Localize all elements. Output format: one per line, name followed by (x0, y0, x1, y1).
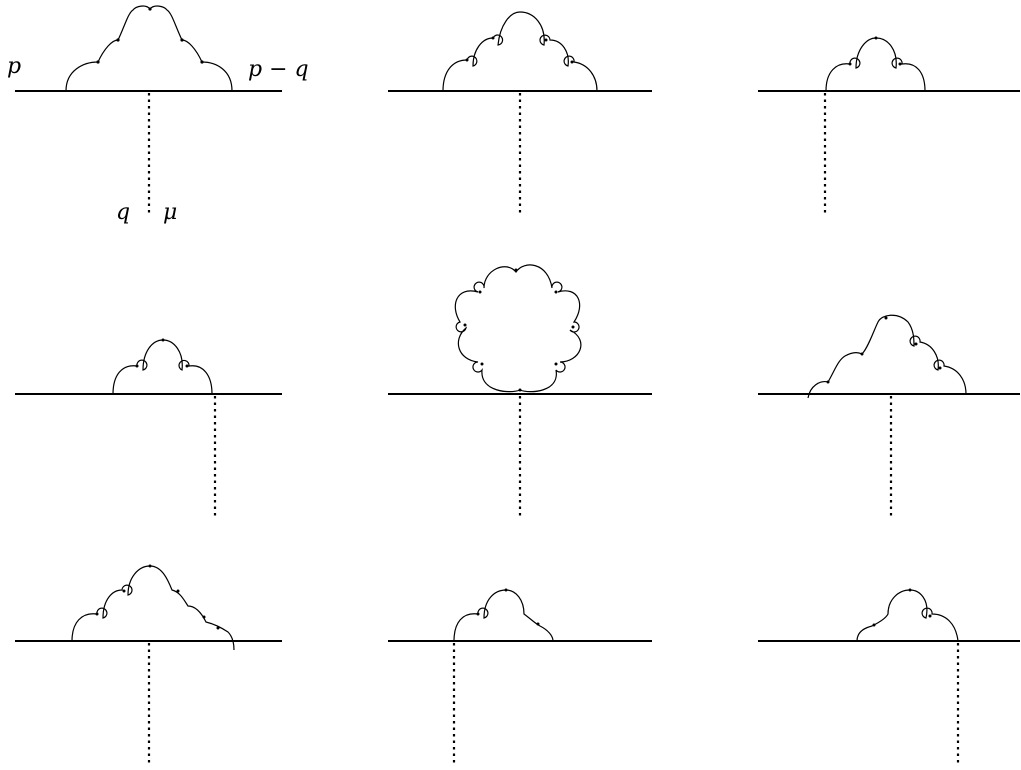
label-p: p (7, 54, 21, 79)
gluon-loop (454, 264, 582, 393)
gluon-propagator (807, 314, 967, 399)
label-mu: μ (163, 200, 177, 225)
diagram-6 (758, 314, 1020, 517)
gluon-propagator (442, 11, 598, 92)
gluon-propagator (71, 565, 235, 651)
gluon-propagator (112, 339, 213, 395)
diagram-9 (758, 588, 1020, 766)
diagram-7 (15, 564, 282, 766)
diagram-8 (388, 588, 652, 766)
gluon-propagator (825, 37, 926, 92)
label-q: q (116, 200, 130, 225)
diagram-4 (15, 338, 282, 517)
label-p-minus-q: p − q (248, 57, 309, 82)
diagram-2 (388, 11, 652, 214)
gluon-propagator (453, 589, 554, 642)
diagram-5 (388, 264, 652, 517)
gluon-propagator (856, 589, 959, 642)
gluon-propagator (65, 5, 233, 92)
diagram-3 (758, 36, 1020, 214)
diagram-1: p p − q q μ (7, 5, 309, 225)
